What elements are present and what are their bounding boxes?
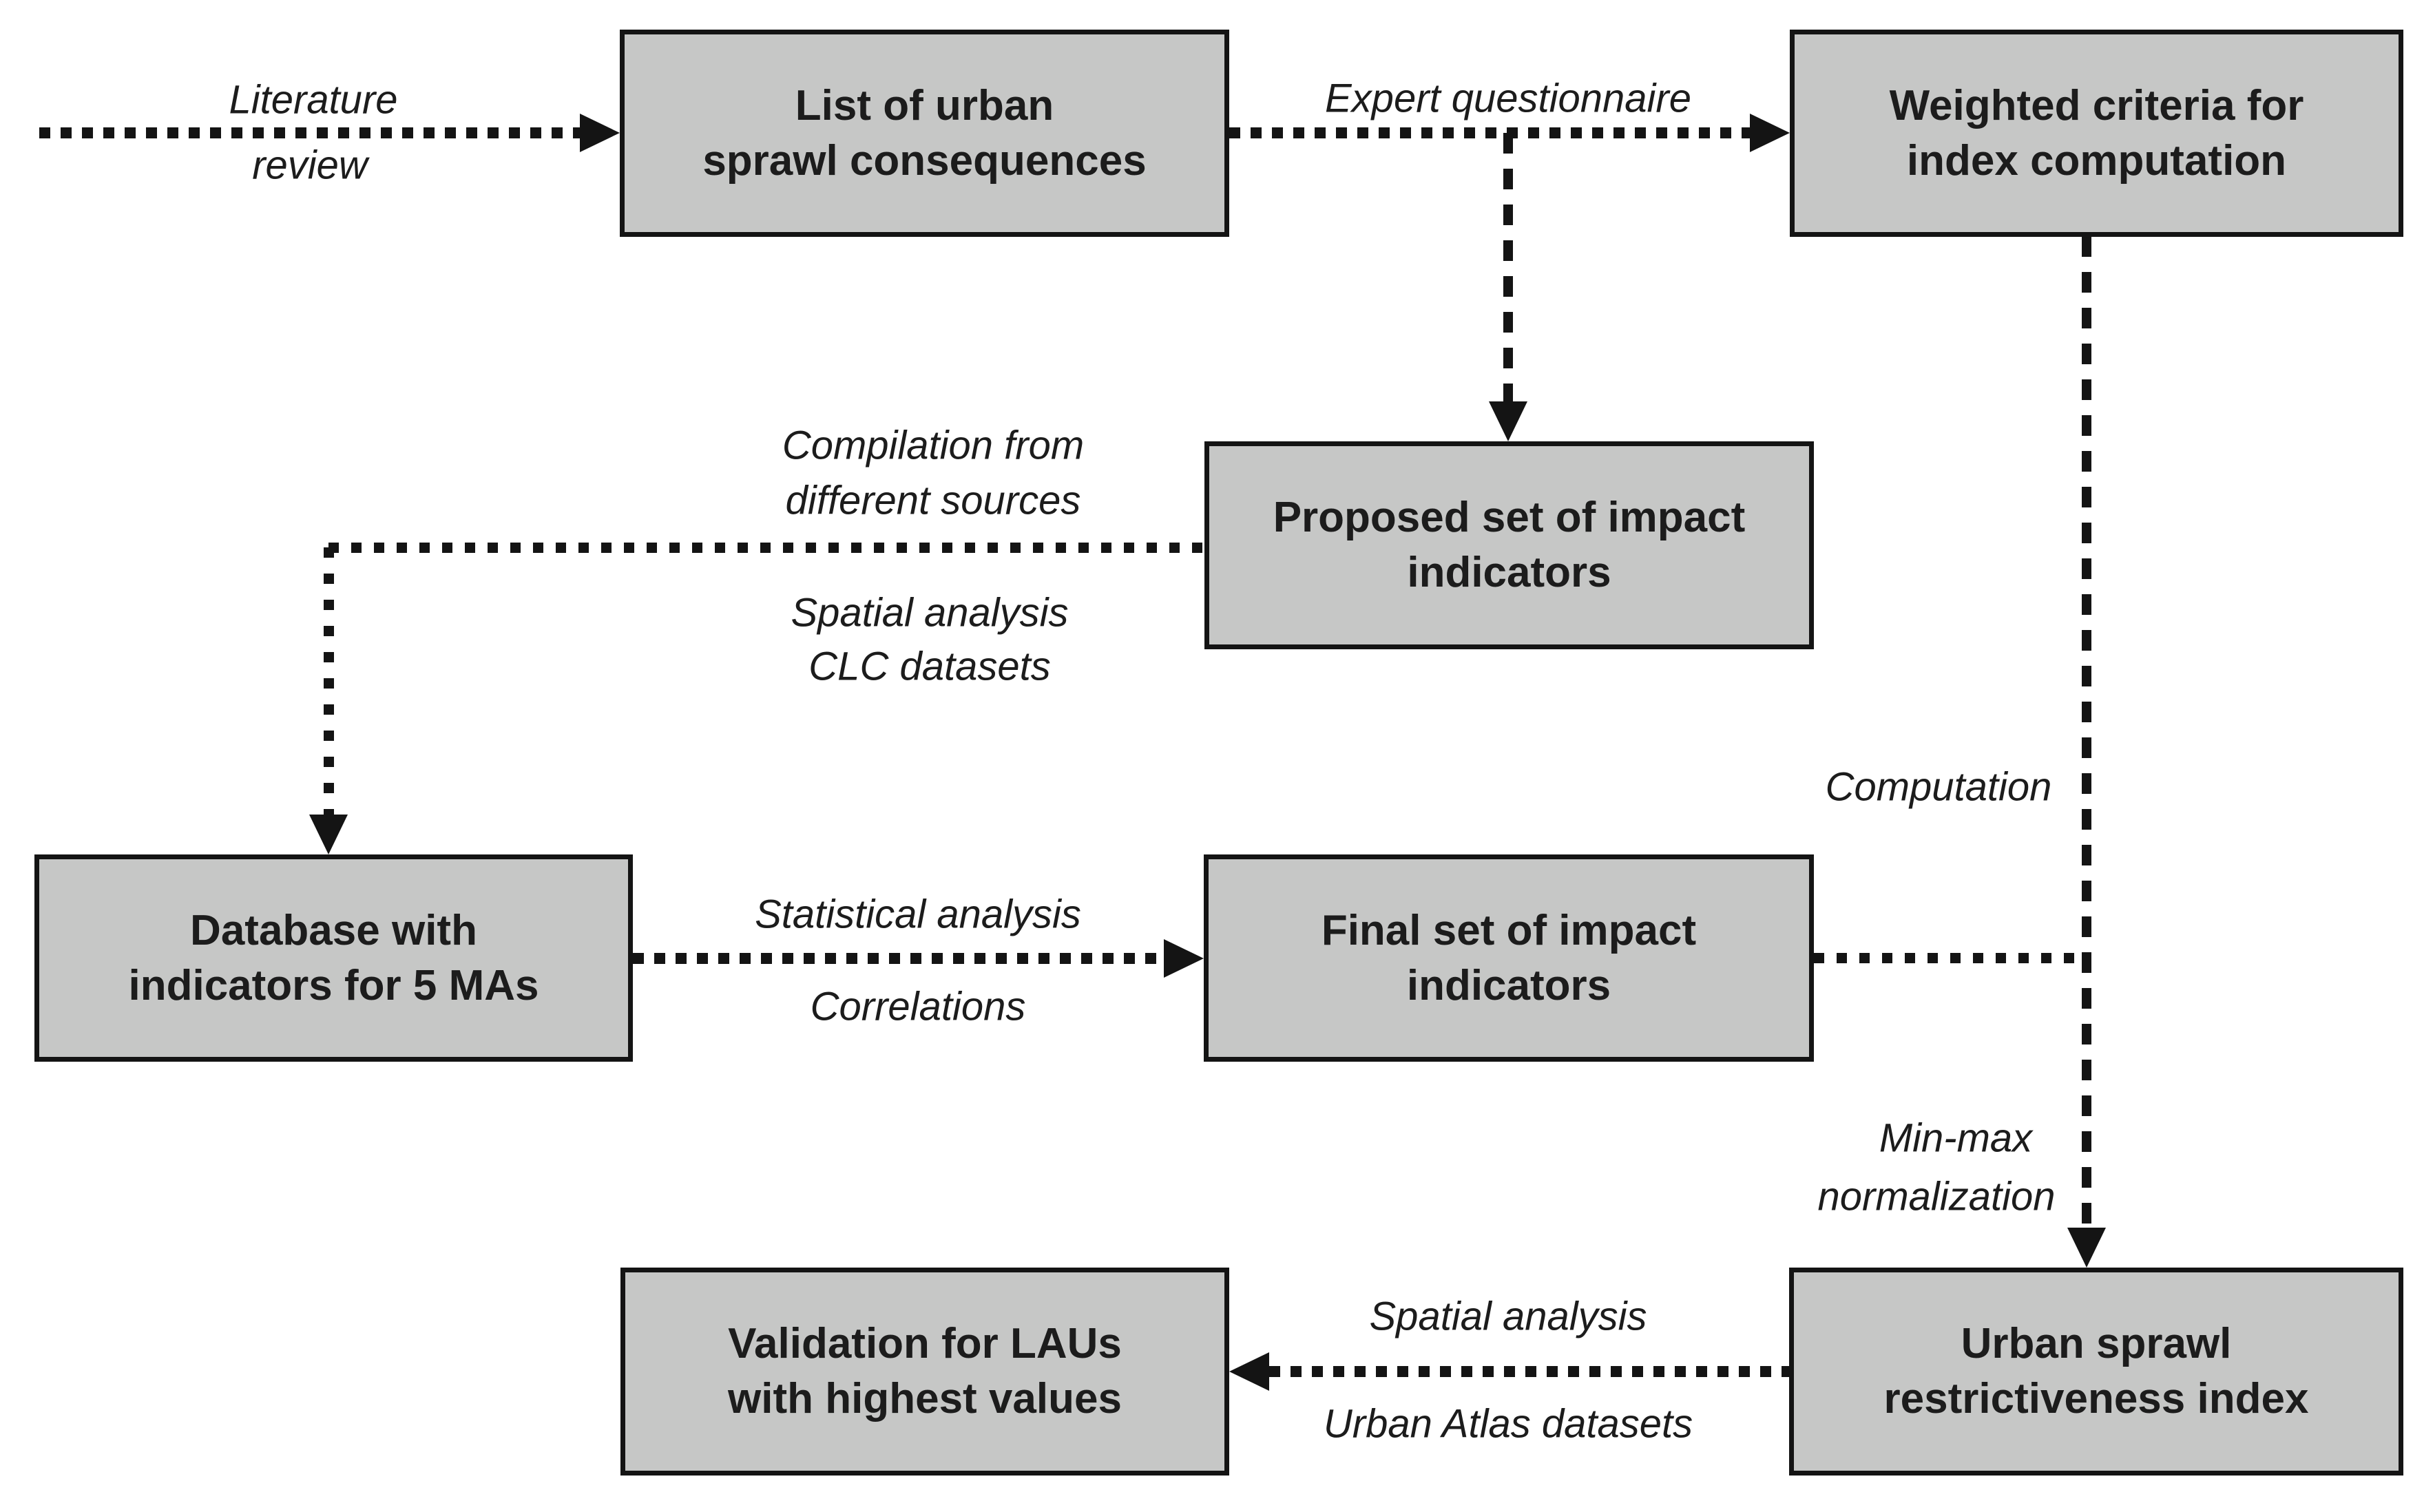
arrowhead-down-icon (2067, 1228, 2106, 1268)
arrowhead-down-icon (309, 815, 348, 854)
box-text-line: indicators for 5 MAs (128, 961, 539, 1009)
box-proposed-set: Proposed set of impact indicators (1204, 441, 1814, 649)
label-compilation-from: Compilation from (782, 423, 1085, 468)
box-list-of-urban-sprawl-consequences: List of urban sprawl consequences (620, 30, 1229, 237)
label-min-max: Min-max (1879, 1115, 2033, 1161)
box-text-line: indicators (1406, 961, 1611, 1009)
label-normalization: normalization (1817, 1174, 2056, 1219)
box-final-set: Final set of impact indicators (1204, 854, 1814, 1062)
connector-expert-questionnaire-line (1229, 127, 1753, 138)
label-expert-questionnaire: Expert questionnaire (1325, 76, 1691, 121)
box-text-line: sprawl consequences (702, 136, 1147, 185)
arrowhead-right-icon (1164, 939, 1204, 978)
label-clc-datasets: CLC datasets (808, 644, 1051, 689)
label-spatial-analysis-clc: Spatial analysis (791, 590, 1069, 636)
label-different-sources: different sources (785, 478, 1081, 523)
box-database-indicators: Database with indicators for 5 MAs (34, 854, 633, 1062)
arrowhead-down-icon (1489, 401, 1527, 441)
box-text-line: List of urban (795, 81, 1054, 129)
connector-proposed-to-database-vertical (324, 547, 334, 816)
box-text-line: indicators (1407, 549, 1611, 596)
box-text-line: Proposed set of impact (1273, 494, 1746, 541)
box-validation-laus: Validation for LAUs with highest values (620, 1268, 1229, 1476)
box-text-line: index computation (1906, 136, 2287, 185)
connector-literature-review-line (39, 127, 583, 138)
box-weighted-criteria: Weighted criteria for index computation (1790, 30, 2403, 237)
arrowhead-right-icon (580, 114, 620, 152)
label-computation: Computation (1825, 764, 2052, 810)
box-text-line: Database with (190, 906, 477, 954)
box-text-line: Validation for LAUs (728, 1320, 1122, 1367)
connector-final-to-computation-line (1814, 953, 2091, 963)
connector-proposed-to-database-horizontal (328, 543, 1204, 553)
label-correlations: Correlations (810, 984, 1026, 1029)
arrowhead-left-icon (1229, 1352, 1269, 1391)
box-text-line: restrictiveness index (1883, 1375, 2309, 1422)
box-text-line: Urban sprawl (1961, 1320, 2232, 1367)
box-urban-sprawl-index: Urban sprawl restrictiveness index (1789, 1268, 2403, 1476)
label-spatial-analysis-ua: Spatial analysis (1369, 1294, 1647, 1339)
arrowhead-right-icon (1750, 114, 1790, 152)
label-literature: Literature (229, 77, 398, 123)
connector-computation-line (2082, 236, 2091, 1228)
box-text-line: with highest values (728, 1375, 1122, 1422)
label-urban-atlas-datasets: Urban Atlas datasets (1323, 1401, 1693, 1447)
connector-statistical-analysis-line (633, 953, 1164, 964)
label-review: review (252, 143, 368, 188)
connector-spatial-ua-line (1269, 1366, 1789, 1377)
box-text-line: Final set of impact (1321, 906, 1697, 954)
connector-questionnaire-drop-line (1503, 133, 1513, 403)
label-statistical-analysis: Statistical analysis (755, 892, 1081, 937)
box-text-line: Weighted criteria for (1889, 81, 2304, 129)
